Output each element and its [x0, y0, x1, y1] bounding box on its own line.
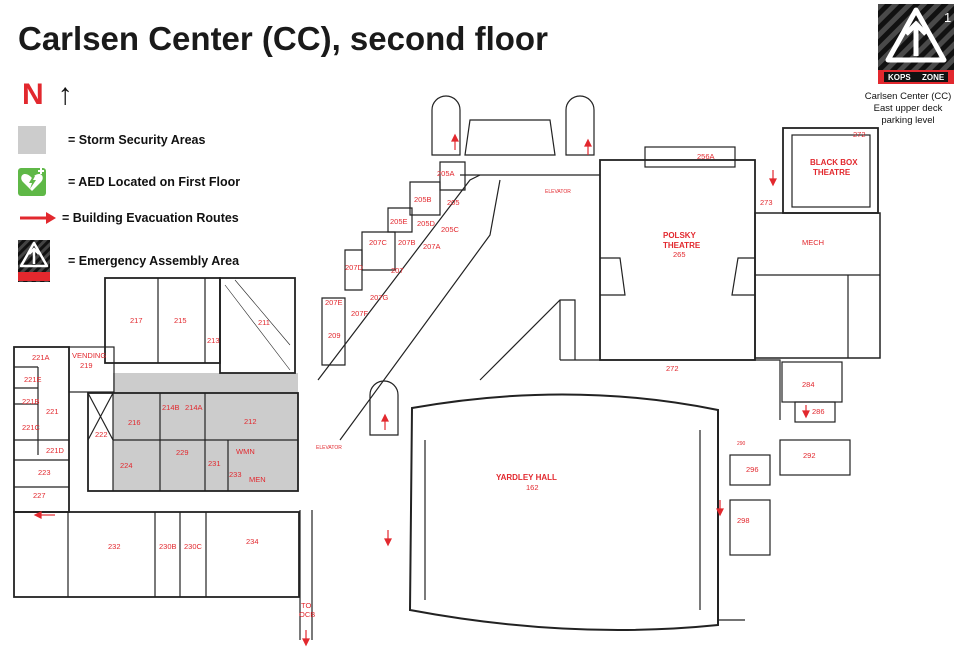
- legend-storm: = Storm Security Areas: [18, 126, 205, 154]
- room-286: 286: [812, 407, 825, 416]
- room-223: 223: [38, 468, 51, 477]
- room-205b: 205B: [414, 195, 432, 204]
- room-labels: 217 215 213 211 221A 221E 221B 221 221C …: [22, 130, 866, 619]
- blackbox-label-1: BLACK BOX: [810, 158, 858, 167]
- room-292: 292: [803, 451, 816, 460]
- room-207d: 207D: [345, 263, 364, 272]
- room-221: 221: [46, 407, 59, 416]
- room-256a: 256A: [697, 152, 715, 161]
- kops-caption-line3: parking level: [881, 115, 935, 126]
- north-indicator: N ↑: [22, 78, 73, 112]
- room-221d: 221D: [46, 446, 65, 455]
- room-207: 207: [391, 266, 404, 275]
- room-209: 209: [328, 331, 341, 340]
- room-205c: 205C: [441, 225, 460, 234]
- to-label: TO: [301, 601, 311, 610]
- room-222: 222: [95, 430, 108, 439]
- room-221b: 221B: [22, 397, 40, 406]
- room-207e: 207E: [325, 298, 343, 307]
- room-vending: VENDING: [72, 351, 106, 360]
- room-214b: 214B: [162, 403, 180, 412]
- room-men: MEN: [249, 475, 266, 484]
- kops-caption: Carlsen Center (CC) East upper deck park…: [860, 91, 956, 127]
- room-221c: 221C: [22, 423, 41, 432]
- legend-evac: = Building Evacuation Routes: [18, 210, 239, 226]
- kops-number: 1: [944, 10, 951, 25]
- legend-aed-text: = AED Located on First Floor: [68, 175, 241, 189]
- kops-label: KOPS: [888, 73, 911, 82]
- room-272-north: 272: [853, 130, 866, 139]
- walls: [13, 95, 881, 640]
- room-298: 298: [737, 516, 750, 525]
- room-227: 227: [33, 491, 46, 500]
- north-arrow-icon: ↑: [57, 78, 73, 111]
- kops-zone-sign: 1 KOPS ZONE: [878, 4, 954, 84]
- north-letter: N: [22, 78, 44, 111]
- legend-storm-text: = Storm Security Areas: [68, 133, 206, 147]
- room-211: 211: [258, 318, 270, 327]
- room-231: 231: [208, 459, 221, 468]
- room-290: 290: [737, 441, 746, 447]
- room-elevator-south: ELEVATOR: [316, 445, 342, 451]
- polsky-label-2: THEATRE: [663, 241, 701, 250]
- evac-arrows: [33, 133, 810, 647]
- room-233: 233: [229, 470, 242, 479]
- room-205: 205: [447, 198, 460, 207]
- room-elevator-north: ELEVATOR: [545, 189, 571, 195]
- room-221a: 221A: [32, 353, 50, 362]
- room-214a: 214A: [185, 403, 203, 412]
- room-162: 162: [526, 483, 539, 492]
- yardley-hall-label: YARDLEY HALL: [496, 473, 557, 482]
- ocb-label: OCB: [299, 610, 315, 619]
- room-wmn: WMN: [236, 447, 255, 456]
- room-mech: MECH: [802, 238, 824, 247]
- kops-caption-line1: Carlsen Center (CC): [864, 91, 952, 102]
- room-215: 215: [174, 316, 187, 325]
- room-232: 232: [108, 542, 121, 551]
- kops-caption-line2: East upper deck: [873, 103, 943, 114]
- room-207g: 207G: [370, 293, 389, 302]
- room-273: 273: [760, 198, 773, 207]
- room-212: 212: [244, 417, 257, 426]
- blackbox-label-2: THEATRE: [813, 168, 851, 177]
- polsky-label-1: POLSKY: [663, 231, 697, 240]
- room-207b: 207B: [398, 238, 416, 247]
- room-205e: 205E: [390, 217, 408, 226]
- room-296: 296: [746, 465, 759, 474]
- storm-swatch: [18, 126, 46, 154]
- legend-assembly-text: = Emergency Assembly Area: [68, 254, 240, 268]
- room-205a: 205A: [437, 169, 455, 178]
- room-205d: 205D: [417, 219, 436, 228]
- room-272-south: 272: [666, 364, 679, 373]
- room-213: 213: [207, 336, 220, 345]
- legend-aed: = AED Located on First Floor: [18, 168, 240, 196]
- room-234: 234: [246, 537, 259, 546]
- kops-label2: ZONE: [922, 73, 945, 82]
- room-207c: 207C: [369, 238, 388, 247]
- room-230b: 230B: [159, 542, 177, 551]
- room-230c: 230C: [184, 542, 203, 551]
- room-265: 265: [673, 250, 686, 259]
- evac-arrow-icon: [18, 210, 56, 226]
- aed-icon: [18, 168, 46, 196]
- room-217: 217: [130, 316, 143, 325]
- room-229: 229: [176, 448, 189, 457]
- room-221e: 221E: [24, 375, 42, 384]
- room-284: 284: [802, 380, 815, 389]
- assembly-area-icon: [18, 240, 50, 282]
- room-207f: 207F: [351, 309, 369, 318]
- legend-assembly: = Emergency Assembly Area: [18, 240, 239, 282]
- room-219: 219: [80, 361, 93, 370]
- room-207a: 207A: [423, 242, 441, 251]
- room-216: 216: [128, 418, 141, 427]
- room-224: 224: [120, 461, 133, 470]
- page-title: Carlsen Center (CC), second floor: [18, 20, 548, 57]
- legend-evac-text: = Building Evacuation Routes: [62, 211, 239, 225]
